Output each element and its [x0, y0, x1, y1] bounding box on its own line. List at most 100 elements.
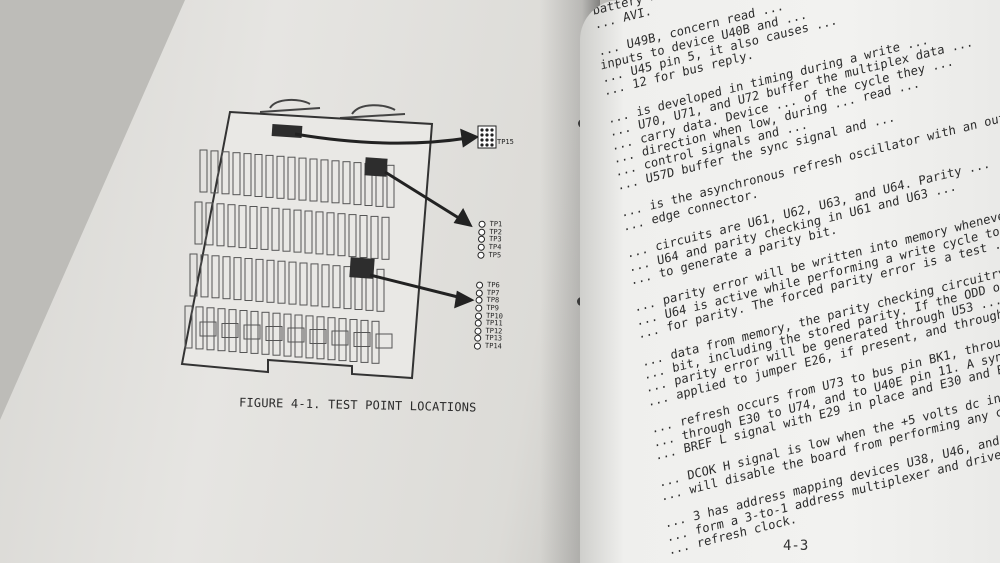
chip	[316, 316, 325, 360]
chip	[327, 317, 336, 361]
chip	[250, 310, 259, 354]
test-point-dot	[477, 251, 485, 259]
test-point-dot	[475, 289, 483, 297]
test-point-dot	[473, 342, 482, 350]
chip	[310, 263, 319, 307]
chip	[216, 203, 225, 247]
connector-pin	[490, 138, 494, 142]
test-point-label: TP14	[484, 341, 502, 351]
chip	[239, 310, 248, 353]
chip	[337, 213, 346, 257]
tp-top-group: TP15	[497, 139, 514, 147]
connector-pin	[480, 138, 484, 142]
chip	[331, 330, 349, 346]
chip	[305, 315, 314, 359]
connector-pin	[485, 133, 489, 137]
test-point-dot	[474, 319, 482, 328]
chip	[360, 319, 369, 363]
test-point: TP5	[477, 251, 501, 259]
chip	[375, 333, 393, 349]
connector-pin	[480, 143, 484, 147]
chip	[386, 164, 395, 208]
chip	[321, 264, 330, 308]
connector-pin	[485, 138, 489, 142]
chip	[200, 254, 209, 298]
chip	[232, 152, 241, 196]
chip	[293, 209, 302, 253]
chip	[338, 318, 347, 362]
chip	[217, 308, 226, 352]
chip	[287, 156, 296, 200]
chip	[282, 208, 291, 252]
chip	[315, 211, 324, 255]
page-number: 4-3	[783, 538, 809, 554]
chip	[254, 154, 263, 197]
chip	[221, 151, 230, 195]
chip	[195, 306, 204, 350]
chip	[326, 212, 335, 256]
connector-pin	[490, 128, 494, 132]
chip	[353, 162, 362, 206]
chip	[238, 205, 247, 249]
chip	[265, 154, 274, 198]
chip	[199, 149, 208, 193]
test-point-dot	[478, 220, 486, 229]
chip	[228, 309, 237, 353]
chip	[320, 159, 329, 203]
test-point-dot	[475, 281, 484, 290]
test-point-dot	[475, 304, 483, 312]
chip	[353, 332, 371, 347]
chip	[210, 150, 219, 194]
chip	[309, 329, 327, 344]
connector-pin	[485, 128, 489, 132]
chip	[260, 206, 269, 250]
chip	[271, 207, 280, 251]
chip	[227, 204, 236, 248]
chip	[184, 305, 193, 349]
chip	[359, 215, 368, 258]
board-outline	[180, 110, 434, 380]
chip	[255, 258, 264, 302]
chip	[309, 158, 318, 202]
tp15-connector	[477, 125, 497, 149]
connector-pin	[480, 128, 484, 132]
test-point: TP14	[473, 341, 502, 351]
chip	[287, 327, 305, 343]
test-point-dot	[477, 236, 486, 244]
chip	[205, 202, 214, 246]
chip	[261, 311, 270, 355]
test-point-dot	[474, 327, 482, 335]
test-point-dot	[474, 312, 483, 320]
chip	[381, 216, 390, 260]
chip	[221, 323, 239, 338]
test-point-dot	[478, 228, 486, 236]
leader-arrows	[294, 128, 480, 309]
chip	[243, 324, 261, 340]
chip	[194, 201, 203, 245]
test-point-dot	[474, 334, 482, 343]
chip	[277, 260, 286, 304]
chip	[276, 155, 285, 199]
test-point-label: TP5	[488, 250, 502, 260]
chip	[288, 261, 297, 305]
connector-pin	[485, 143, 489, 147]
connector-pin	[490, 143, 494, 147]
chip	[304, 210, 313, 254]
chip	[233, 257, 242, 301]
chip	[343, 266, 352, 310]
chip	[243, 153, 252, 197]
chip	[298, 157, 307, 201]
chip	[272, 312, 281, 356]
chip	[189, 253, 198, 297]
chip	[342, 161, 351, 205]
chip	[211, 255, 220, 299]
chip	[265, 326, 283, 341]
chip	[199, 321, 217, 337]
connector-pin	[480, 133, 484, 137]
right-page-text: ...in Figure 4-2, sheet 2, contains the …	[590, 0, 1000, 563]
chip	[294, 314, 303, 358]
